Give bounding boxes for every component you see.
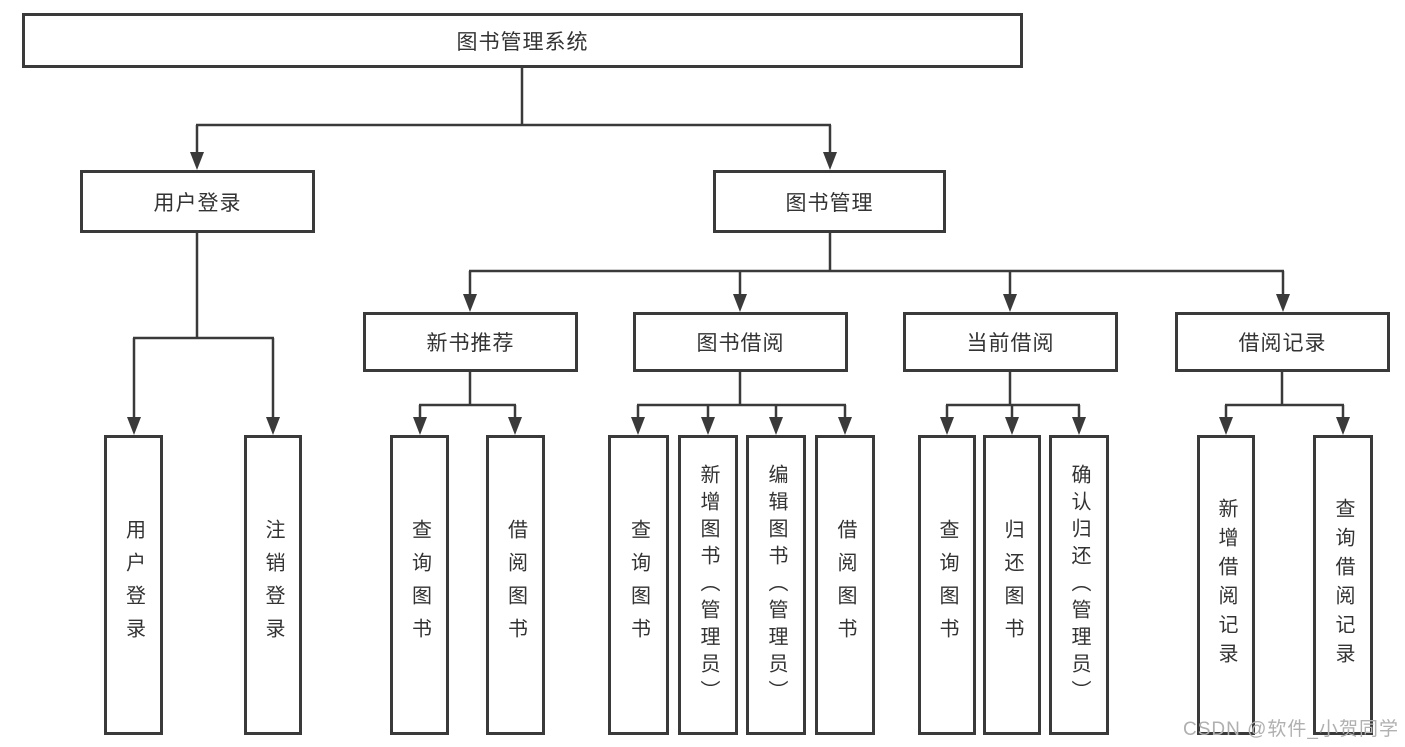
node-library-system: 图书管理系统 [22, 13, 1023, 68]
leaf-add-book-admin: 新增图书（管理员） [678, 435, 738, 735]
leaf-user-login: 用户登录 [104, 435, 163, 735]
leaf-borrow-books-recommend: 借阅图书 [486, 435, 545, 735]
leaf-edit-book-admin: 编辑图书（管理员） [746, 435, 806, 735]
node-current-borrow: 当前借阅 [903, 312, 1118, 372]
leaf-query-books-borrow: 查询图书 [608, 435, 669, 735]
node-new-book-recommend: 新书推荐 [363, 312, 578, 372]
leaf-borrow-books: 借阅图书 [815, 435, 875, 735]
node-label: 图书借阅 [696, 332, 785, 355]
node-label: 图书管理 [785, 191, 874, 215]
leaf-add-borrow-record: 新增借阅记录 [1197, 435, 1255, 735]
node-label: 查询图书 [408, 519, 431, 651]
node-label: 查询借阅记录 [1332, 498, 1354, 672]
node-label: 当前借阅 [966, 332, 1055, 355]
node-user-login: 用户登录 [80, 170, 315, 233]
node-book-management: 图书管理 [713, 170, 946, 233]
leaf-query-borrow-record: 查询借阅记录 [1313, 435, 1373, 735]
node-label: 用户登录 [122, 519, 145, 651]
node-book-borrow: 图书借阅 [633, 312, 848, 372]
leaf-logout: 注销登录 [244, 435, 302, 735]
node-label: 借阅记录 [1238, 332, 1327, 355]
node-borrow-record: 借阅记录 [1175, 312, 1390, 372]
node-label: 新增图书（管理员） [697, 463, 719, 707]
node-label: 用户登录 [153, 191, 242, 215]
node-label: 确认归还（管理员） [1068, 463, 1090, 707]
node-label: 编辑图书（管理员） [765, 463, 787, 707]
node-label: 查询图书 [936, 519, 958, 651]
node-label: 归还图书 [1001, 519, 1023, 651]
node-label: 借阅图书 [504, 519, 527, 651]
node-label: 新增借阅记录 [1215, 498, 1237, 672]
node-label: 查询图书 [627, 519, 650, 651]
leaf-query-books-current: 查询图书 [918, 435, 976, 735]
leaf-confirm-return-admin: 确认归还（管理员） [1049, 435, 1109, 735]
node-label: 借阅图书 [834, 519, 856, 651]
leaf-return-book: 归还图书 [983, 435, 1041, 735]
node-label: 注销登录 [262, 519, 284, 651]
node-label: 图书管理系统 [456, 30, 589, 54]
csdn-watermark: CSDN @软件_小贺同学 [1183, 719, 1399, 740]
leaf-query-books-recommend: 查询图书 [390, 435, 449, 735]
node-label: 新书推荐 [426, 332, 515, 355]
